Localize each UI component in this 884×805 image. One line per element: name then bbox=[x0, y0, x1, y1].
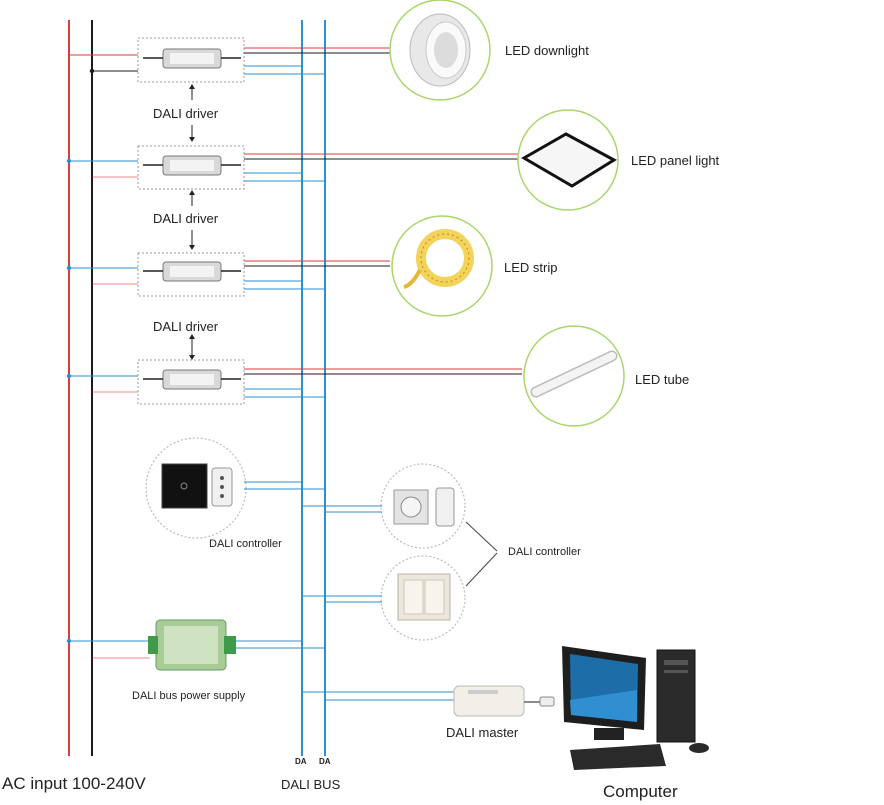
led-strip-bubble bbox=[391, 215, 493, 317]
dali-controller-right-bubble-2 bbox=[380, 555, 466, 641]
dali-bus-power-supply bbox=[66, 619, 325, 671]
led-tube-bubble bbox=[523, 325, 625, 427]
driver-label-1: DALI driver bbox=[153, 106, 219, 121]
dali-master-label: DALI master bbox=[446, 725, 519, 740]
dali-controller-right-bubble-1 bbox=[380, 463, 466, 549]
computer-label: Computer bbox=[603, 782, 678, 801]
dali-master-device bbox=[302, 685, 555, 717]
dali-driver-4 bbox=[66, 359, 522, 405]
controller-label-left: DALI controller bbox=[209, 538, 282, 550]
dali-driver-1 bbox=[69, 37, 390, 83]
dali-bus-label: DALI BUS bbox=[281, 777, 341, 792]
computer-device bbox=[562, 646, 709, 770]
load-label-strip: LED strip bbox=[504, 260, 558, 275]
load-label-tube: LED tube bbox=[635, 372, 690, 387]
load-label-panel-light: LED panel light bbox=[631, 153, 720, 168]
dali-controller-left-bubble bbox=[145, 437, 247, 539]
ac-input-label: AC input 100-240V bbox=[2, 774, 146, 793]
led-panel-light-bubble bbox=[517, 109, 619, 211]
driver-label-2: DALI driver bbox=[153, 211, 219, 226]
dali-driver-2 bbox=[66, 145, 520, 190]
load-label-downlight: LED downlight bbox=[505, 43, 589, 58]
driver-label-3: DALI driver bbox=[153, 319, 219, 334]
da-label-left: DA bbox=[295, 757, 307, 766]
led-downlight-bubble bbox=[389, 0, 491, 101]
controller-label-right: DALI controller bbox=[508, 546, 581, 558]
bus-power-supply-label: DALI bus power supply bbox=[132, 690, 246, 702]
da-label-right: DA bbox=[319, 757, 331, 766]
dali-driver-3 bbox=[66, 252, 390, 297]
